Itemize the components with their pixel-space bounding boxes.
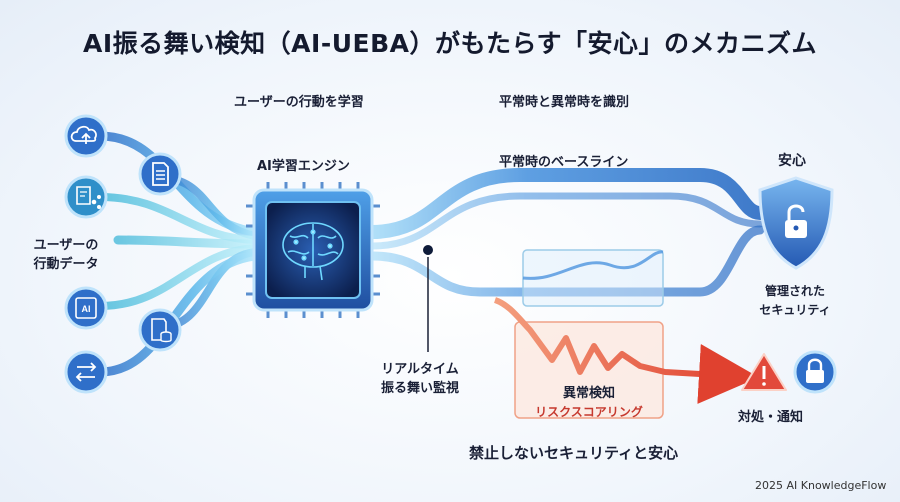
anomaly-path (493, 297, 759, 404)
ai-chip-icon: AI (64, 286, 108, 330)
transfer-arrows-icon (64, 350, 108, 394)
learn-behavior-label: ユーザーの行動を学習 (234, 95, 364, 110)
tagline: 禁止しないセキュリティと安心 (469, 444, 679, 462)
page-title: AI振る舞い検知（AI-UEBA）がもたらす「安心」のメカニズム (83, 29, 817, 58)
ai-engine-label: AI学習エンジン (257, 159, 350, 174)
anomaly-subtitle: リスクスコアリング (535, 405, 643, 419)
share-document-icon (64, 175, 108, 219)
distinguish-label: 平常時と異常時を識別 (499, 95, 630, 110)
database-document-icon (138, 308, 182, 352)
response-label: 対処・通知 (738, 410, 804, 425)
realtime-line1: リアルタイム (381, 362, 459, 377)
document-icon (138, 152, 182, 196)
realtime-line2: 振る舞い監視 (380, 381, 459, 396)
footer-credit: 2025 AI KnowledgeFlow (755, 479, 887, 492)
realtime-monitor-label: リアルタイム 振る舞い監視 (372, 360, 468, 398)
input-flows (95, 131, 260, 377)
ai-chip-text: AI (82, 304, 91, 314)
monitor-point (421, 243, 435, 257)
anomaly-label: 異常検知 リスクスコアリング (515, 384, 663, 422)
shield-lock-icon (758, 176, 834, 270)
lock-icon (793, 350, 837, 394)
warning-icon (741, 353, 787, 391)
managed-security-label: 管理された セキュリティ (752, 282, 838, 320)
baseline-label: 平常時のベースライン (499, 155, 629, 170)
managed-line2: セキュリティ (759, 303, 831, 317)
input-label-line1: ユーザーの (33, 238, 99, 253)
anomaly-title: 異常検知 (562, 386, 615, 401)
cloud-upload-icon (64, 114, 108, 158)
safe-label: 安心 (778, 153, 806, 169)
input-data-label: ユーザーの 行動データ (28, 236, 104, 274)
baseline-flows (365, 168, 767, 297)
brain-icon (282, 222, 344, 281)
ai-engine-chip (246, 182, 380, 318)
managed-line1: 管理された (764, 284, 825, 298)
input-label-line2: 行動データ (33, 257, 99, 272)
